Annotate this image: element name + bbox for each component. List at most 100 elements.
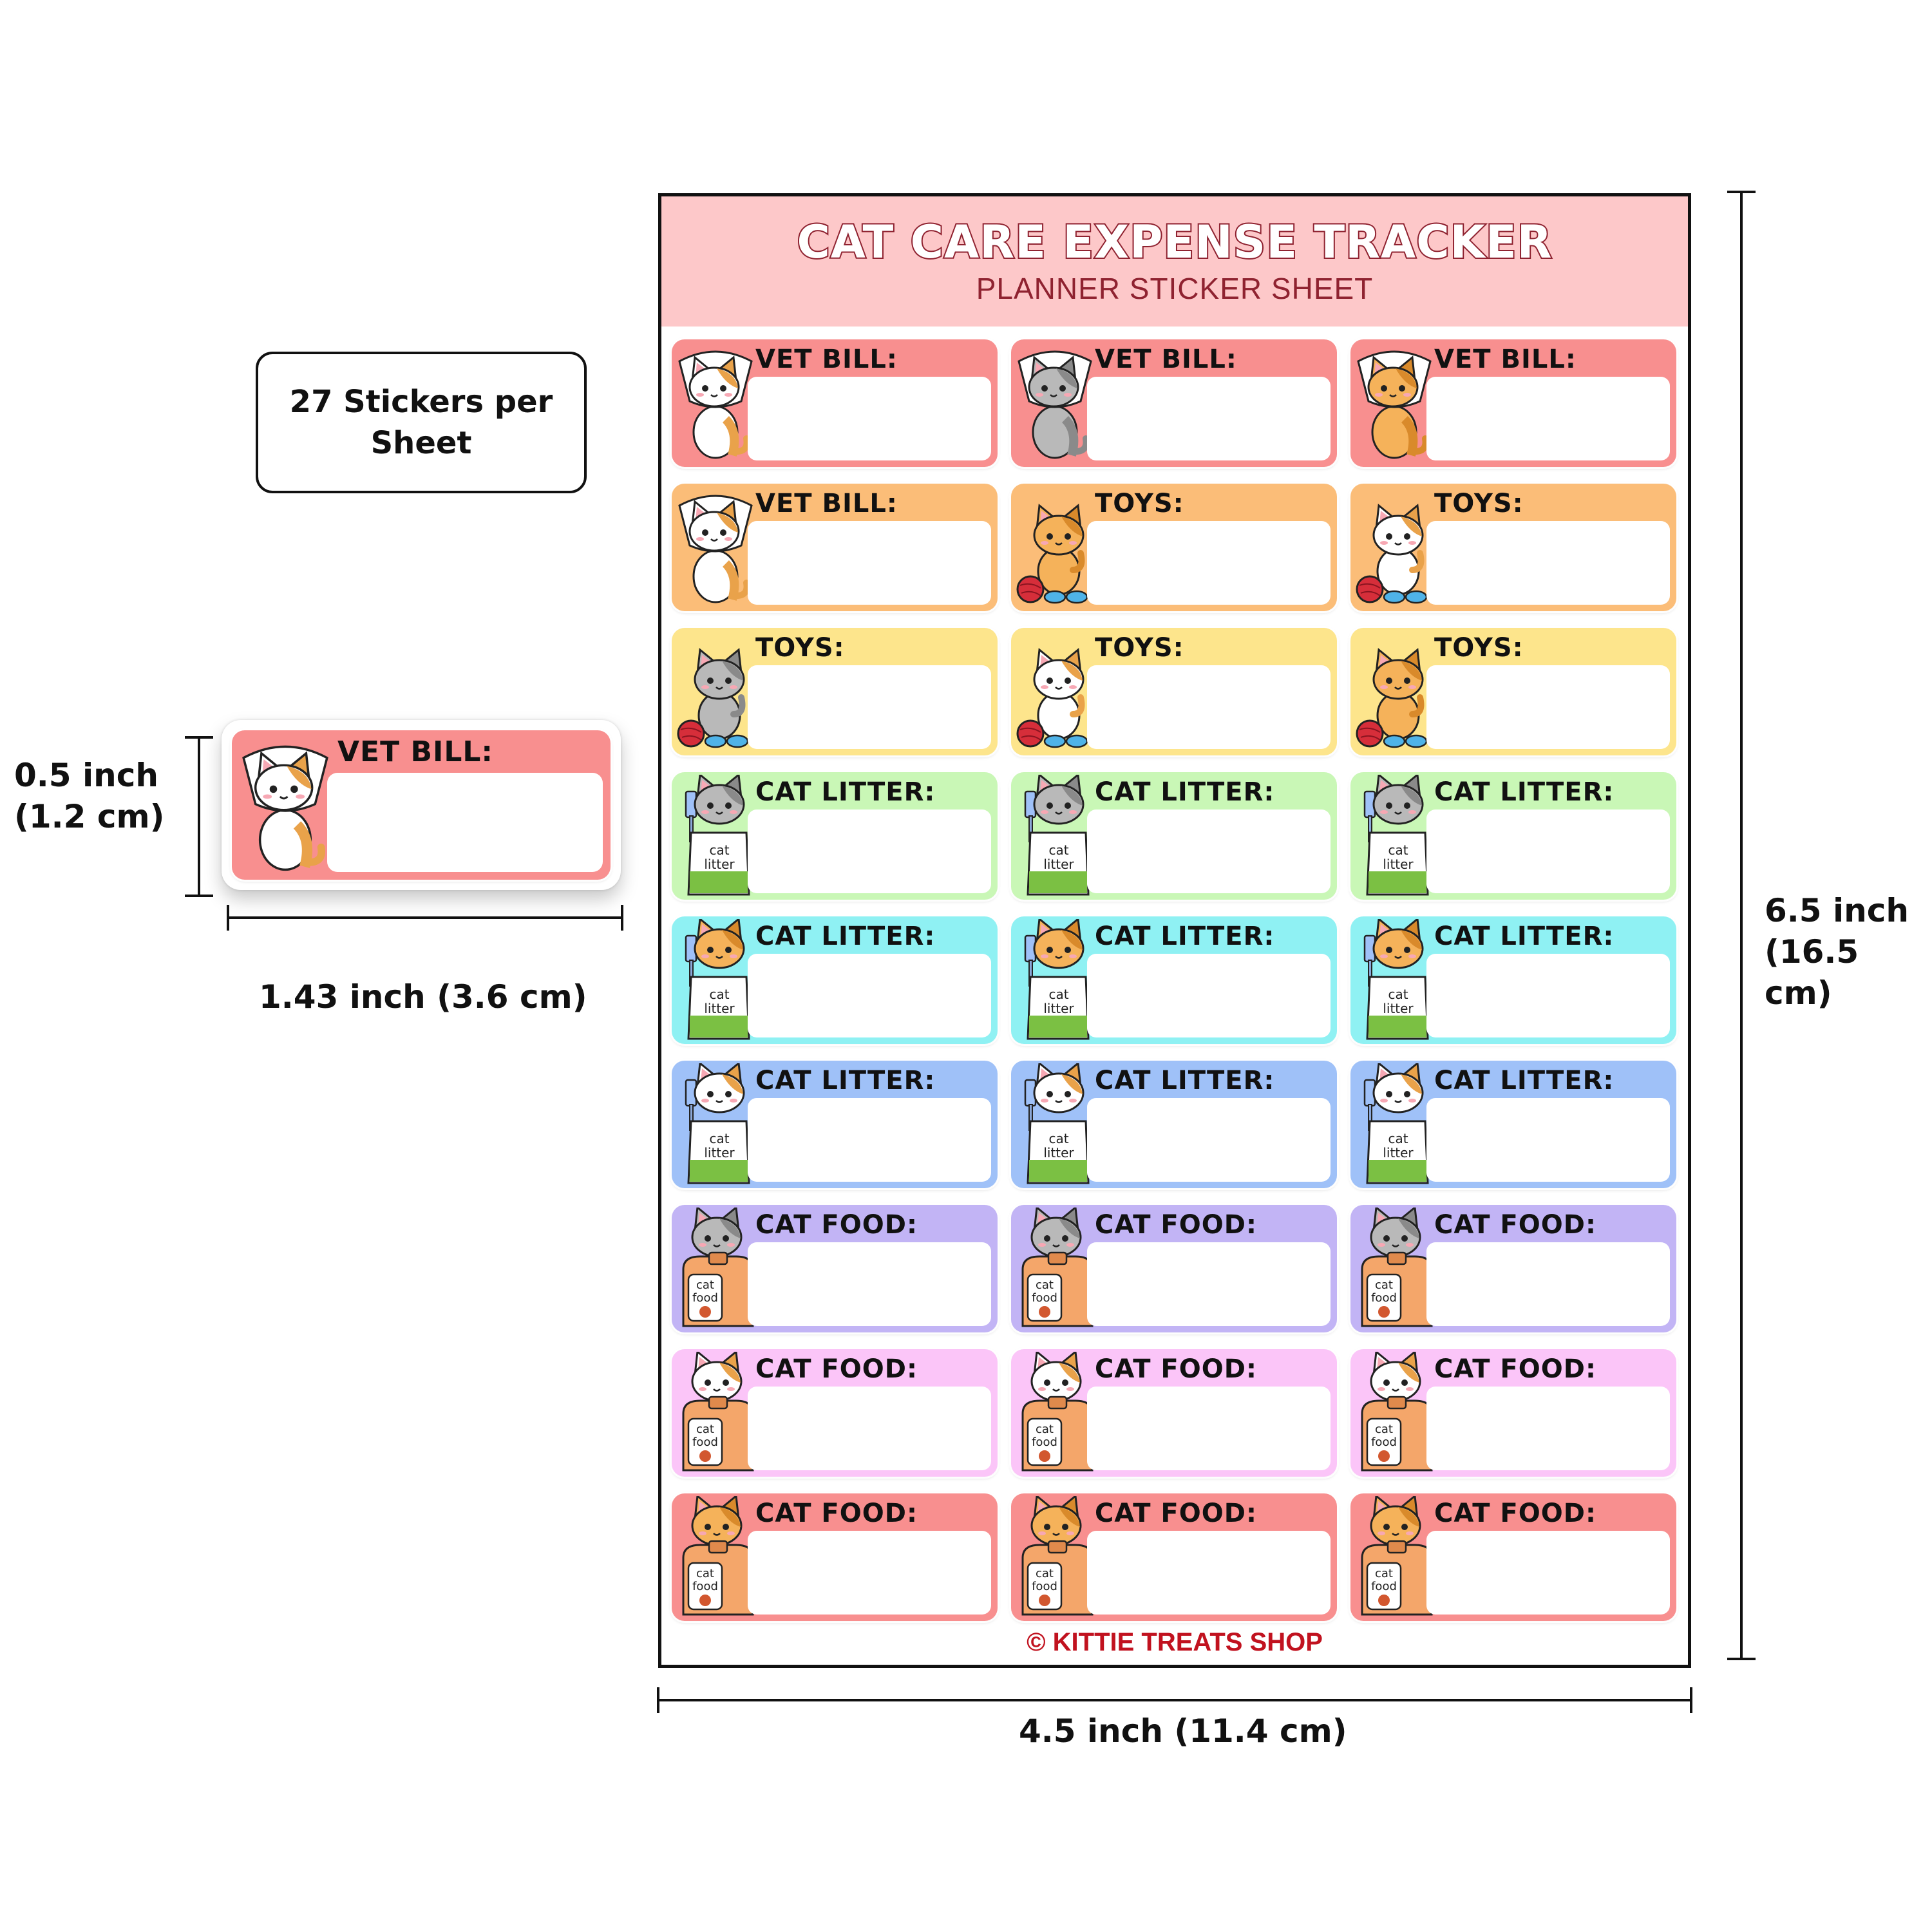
sticker-write-field <box>1087 1531 1331 1615</box>
svg-text:cat: cat <box>696 1567 714 1580</box>
sticker-write-field <box>1087 377 1331 460</box>
sheet-height-cap-top <box>1727 191 1756 193</box>
sticker-write-field <box>748 521 991 605</box>
sticker-label: CAT LITTER: <box>1095 777 1275 807</box>
svg-text:food: food <box>1371 1435 1397 1449</box>
sticker-write-field <box>1426 1531 1670 1615</box>
sticker-label: TOYS: <box>1434 633 1524 663</box>
sample-width-label: 1.43 inch (3.6 cm) <box>259 978 587 1016</box>
sticker-label: CAT FOOD: <box>1434 1210 1596 1240</box>
svg-text:food: food <box>692 1291 718 1305</box>
svg-text:cat: cat <box>1388 842 1408 858</box>
svg-text:cat: cat <box>1036 1278 1054 1292</box>
sticker: VET BILL: <box>672 484 998 611</box>
sheet-subtitle: PLANNER STICKER SHEET <box>976 272 1374 305</box>
svg-text:food: food <box>692 1435 718 1449</box>
cat-toys-icon <box>1356 504 1428 604</box>
sticker: TOYS: <box>1011 484 1337 611</box>
sticker-label: VET BILL: <box>755 345 898 374</box>
sticker-label: CAT FOOD: <box>755 1210 918 1240</box>
svg-text:litter: litter <box>704 857 735 872</box>
sample-sticker-backing: VET BILL: <box>222 720 621 890</box>
sticker-label: CAT LITTER: <box>1095 922 1275 951</box>
sticker-label: CAT FOOD: <box>1434 1499 1596 1528</box>
svg-text:cat: cat <box>696 1423 714 1436</box>
sticker-grid: VET BILL:VET BILL:VET BILL:VET BILL:TOYS… <box>672 339 1676 1621</box>
svg-text:cat: cat <box>1375 1423 1393 1436</box>
svg-text:litter: litter <box>1043 1001 1074 1016</box>
sticker-write-field <box>1087 810 1331 893</box>
sticker: TOYS: <box>1011 628 1337 755</box>
svg-text:food: food <box>1032 1580 1057 1593</box>
sample-sticker-label: VET BILL: <box>337 735 494 768</box>
cat-toys-icon <box>1016 648 1088 748</box>
svg-text:cat: cat <box>709 842 729 858</box>
svg-text:cat: cat <box>1048 987 1068 1002</box>
sticker-write-field <box>1087 1098 1331 1182</box>
cat-cone-icon <box>1018 350 1092 459</box>
sheet-height-line <box>1740 191 1743 1660</box>
sticker-label: CAT FOOD: <box>755 1354 918 1384</box>
sticker-write-field <box>1087 665 1331 749</box>
sheet-header: CAT CARE EXPENSE TRACKER PLANNER STICKER… <box>661 196 1688 327</box>
sticker-write-field <box>1426 1387 1670 1470</box>
sticker-write-field <box>1426 1098 1670 1182</box>
sticker-label: CAT LITTER: <box>1095 1066 1275 1095</box>
svg-text:cat: cat <box>1375 1278 1393 1292</box>
sticker: VET BILL: <box>672 339 998 467</box>
sample-width-cap-right <box>621 905 623 931</box>
sticker: TOYS: <box>1350 484 1676 611</box>
sticker-label: CAT LITTER: <box>1434 777 1615 807</box>
sheet-height-cap-bottom <box>1727 1658 1756 1660</box>
sticker-write-field <box>1426 1242 1670 1326</box>
svg-text:cat: cat <box>1388 987 1408 1002</box>
sticker-write-field <box>1426 810 1670 893</box>
svg-text:food: food <box>1032 1435 1057 1449</box>
svg-text:cat: cat <box>696 1278 714 1292</box>
sticker-write-field <box>748 1387 991 1470</box>
sheet-title: CAT CARE EXPENSE TRACKER <box>795 214 1553 270</box>
sticker: TOYS: <box>672 628 998 755</box>
svg-text:litter: litter <box>1383 857 1414 872</box>
svg-text:litter: litter <box>1383 1145 1414 1160</box>
sticker-label: CAT FOOD: <box>1095 1354 1257 1384</box>
svg-text:litter: litter <box>1043 1145 1074 1160</box>
sample-width-cap-left <box>227 905 229 931</box>
svg-text:cat: cat <box>709 987 729 1002</box>
sheet-height-label: 6.5 inch (16.5 cm) <box>1765 892 1909 1012</box>
cat-cone-icon <box>242 745 328 871</box>
sheet-footer: © KITTIE TREATS SHOP <box>1027 1628 1323 1656</box>
svg-text:cat: cat <box>1375 1567 1393 1580</box>
sample-height-line <box>198 736 200 897</box>
svg-text:food: food <box>692 1580 718 1593</box>
cat-cone-icon <box>1357 350 1432 459</box>
cat-cone-icon <box>678 350 753 459</box>
sticker-count-text: 27 Stickers per Sheet <box>289 384 553 461</box>
sticker-write-field <box>1426 521 1670 605</box>
sticker-write-field <box>1426 954 1670 1037</box>
svg-text:food: food <box>1032 1291 1057 1305</box>
sticker-write-field <box>748 1098 991 1182</box>
svg-text:cat: cat <box>1036 1567 1054 1580</box>
